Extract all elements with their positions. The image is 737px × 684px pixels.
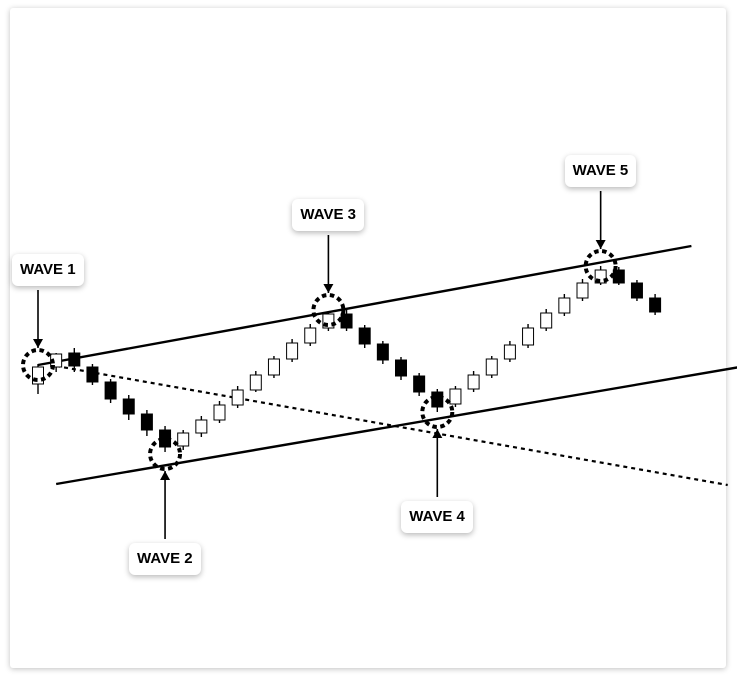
bearish-candle <box>86 366 99 383</box>
bearish-candle <box>376 343 389 361</box>
bullish-candle <box>32 366 44 385</box>
bullish-candle <box>540 312 553 329</box>
wave-1-arrow-head <box>33 339 43 348</box>
wave-1-marker-circle <box>21 348 55 382</box>
wave-3-marker-circle <box>311 293 346 327</box>
wave-2-label: WAVE 2 <box>129 543 201 575</box>
bearish-candle <box>612 269 625 284</box>
wave-2-marker-circle <box>148 437 183 471</box>
wave-2-arrow-head <box>160 471 171 480</box>
bullish-candle <box>249 374 262 391</box>
wave-3-arrow-head <box>323 284 334 293</box>
wave-1-label: WAVE 1 <box>12 254 84 286</box>
bullish-candle <box>213 404 226 421</box>
bullish-candle <box>322 313 335 329</box>
bullish-candle <box>558 297 571 314</box>
wave-4-arrow-head <box>432 429 443 438</box>
bullish-candle <box>304 327 317 344</box>
wave-5-arrow-head <box>595 240 606 249</box>
wave-5-marker-circle <box>583 249 618 283</box>
bullish-candle <box>522 327 535 346</box>
bullish-candle <box>267 358 280 376</box>
wave-4-marker-circle <box>420 395 455 429</box>
bullish-candle <box>177 432 190 447</box>
bearish-candle <box>395 359 407 377</box>
bullish-candle <box>231 389 244 406</box>
bullish-candle <box>576 282 589 299</box>
bullish-candle <box>594 269 607 284</box>
bearish-candle <box>413 375 426 393</box>
lower-channel-line <box>55 366 737 486</box>
wave-4-label: WAVE 4 <box>401 501 473 533</box>
bearish-candle <box>358 327 371 345</box>
bullish-candle <box>449 388 462 405</box>
bullish-candle <box>286 342 299 360</box>
bullish-candle <box>467 374 480 390</box>
wave-5-label: WAVE 5 <box>564 155 637 187</box>
bearish-candle <box>340 313 353 329</box>
bearish-candle <box>649 297 662 313</box>
bullish-candle <box>485 358 498 376</box>
bullish-candle <box>503 344 516 360</box>
bullish-candle <box>195 419 208 434</box>
bearish-candle <box>140 413 153 431</box>
dotted-diagonal-line <box>55 364 728 487</box>
bearish-candle <box>104 381 117 400</box>
bearish-candle <box>122 398 135 415</box>
bearish-candle <box>68 352 81 367</box>
bearish-candle <box>630 282 643 299</box>
upper-channel-line <box>37 244 692 367</box>
wave-3-label: WAVE 3 <box>292 199 364 231</box>
